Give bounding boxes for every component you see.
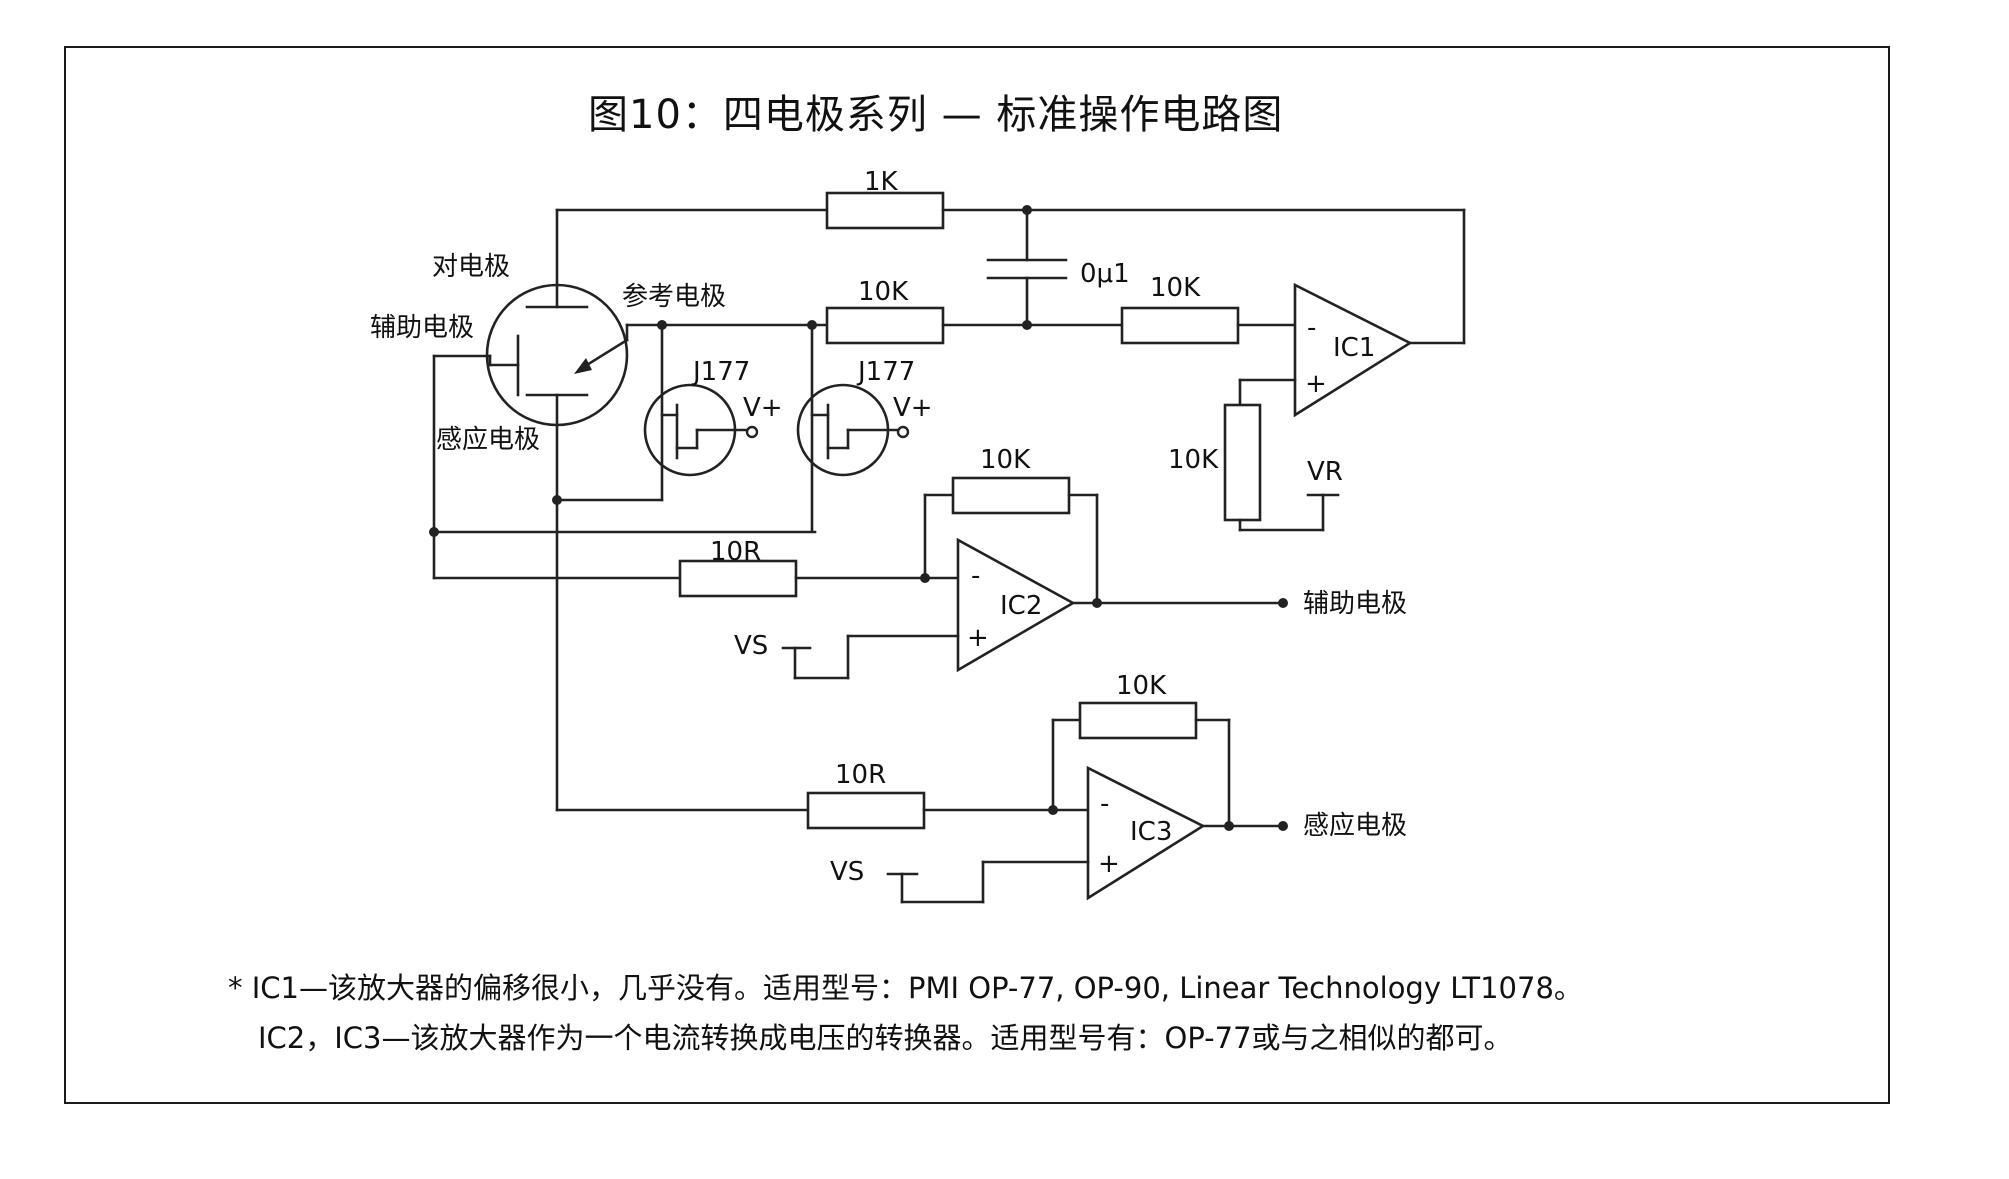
junction-dot (1022, 205, 1032, 215)
label-output-auxiliary: 辅助电极 (1303, 589, 1407, 619)
jfet1-vplus-terminal (745, 425, 759, 439)
label-ic3-plus: + (1098, 849, 1120, 879)
junction-dot (657, 320, 667, 330)
resistor-10k-vr (1223, 403, 1262, 522)
label-r-1k: 1K (864, 167, 899, 197)
label-ic2-plus: + (967, 623, 989, 653)
label-r-10k-ic1: 10K (1150, 273, 1201, 303)
label-output-sensing: 感应电极 (1303, 811, 1407, 841)
opamp-ic2 (956, 537, 1076, 673)
label-auxiliary-electrode: 辅助电极 (370, 313, 474, 343)
jfet2-vplus-terminal (896, 425, 910, 439)
label-r-10r-ic2: 10R (710, 537, 761, 567)
figure-border (64, 46, 1890, 1104)
opamp-ic1 (1293, 282, 1413, 418)
junction-dot (920, 573, 930, 583)
label-sensing-electrode: 感应电极 (436, 425, 540, 455)
label-jfet-2: J177 (856, 357, 915, 387)
junction-dot (807, 320, 817, 330)
label-jfet-1: J177 (691, 357, 750, 387)
label-ic3-minus: - (1100, 789, 1109, 819)
label-counter-electrode: 对电极 (432, 252, 510, 282)
label-ic1-plus: + (1305, 369, 1327, 399)
reference-arrow-head (574, 358, 592, 374)
output-terminal-auxiliary (1278, 598, 1288, 608)
junction-dot (1022, 320, 1032, 330)
label-r-10k-vr: 10K (1168, 445, 1219, 475)
label-vr: VR (1307, 457, 1343, 487)
opamp-ic3 (1086, 765, 1206, 901)
figure-title: 图10：四电极系列 — 标准操作电路图 (588, 92, 1284, 138)
label-ic2: IC2 (1000, 591, 1042, 621)
resistor-10k-a (825, 306, 945, 345)
label-vs-ic2: VS (734, 631, 768, 661)
label-capacitor: 0μ1 (1080, 259, 1130, 289)
junction-dot (429, 527, 439, 537)
label-reference-electrode: 参考电极 (622, 282, 726, 312)
junction-dot (552, 495, 562, 505)
resistor-10k-ic2-feedback (951, 476, 1071, 515)
output-terminal-sensing (1278, 821, 1288, 831)
resistor-10k-ic3-feedback (1078, 701, 1198, 740)
label-vplus-2: V+ (893, 393, 933, 423)
label-ic1: IC1 (1333, 333, 1375, 363)
junction-dot (1224, 821, 1234, 831)
label-vplus-1: V+ (743, 393, 783, 423)
label-r-10r-ic3: 10R (835, 760, 886, 790)
label-r-10k-ic3: 10K (1116, 671, 1167, 701)
label-vs-ic3: VS (830, 857, 864, 887)
junction-dot (1048, 805, 1058, 815)
footnote-ic2-ic3: IC2，IC3—该放大器作为一个电流转换成电压的转换器。适用型号有：OP-77或… (258, 1021, 1513, 1055)
junction-dot (1092, 598, 1102, 608)
resistor-10r-ic3 (806, 791, 926, 830)
resistor-10r-ic2 (678, 559, 798, 598)
label-r-10k-a: 10K (858, 277, 909, 307)
resistor-10k-ic1 (1120, 306, 1240, 345)
label-ic3: IC3 (1130, 817, 1172, 847)
label-ic2-minus: - (971, 561, 980, 591)
footnote-ic1: * IC1—该放大器的偏移很小，几乎没有。适用型号：PMI OP-77, OP-… (228, 971, 1583, 1005)
resistor-1k (825, 191, 945, 230)
reference-arrow (580, 338, 629, 370)
label-ic1-minus: - (1307, 313, 1316, 343)
label-r-10k-ic2: 10K (980, 445, 1031, 475)
